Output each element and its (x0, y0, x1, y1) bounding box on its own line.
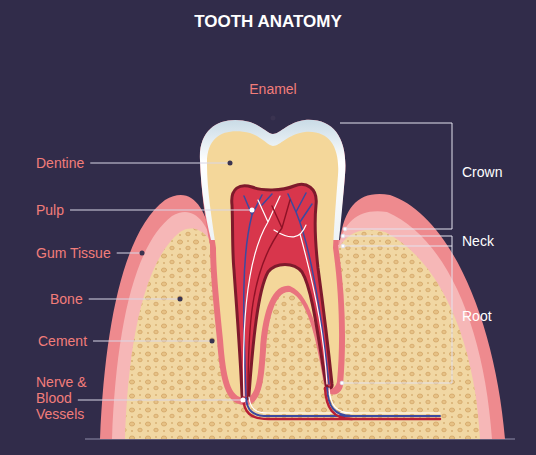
part-label: Gum Tissue (36, 245, 111, 261)
nerve (243, 196, 327, 396)
part-label: Cement (38, 333, 87, 349)
leader-dot (228, 161, 233, 166)
leader-dot (271, 116, 276, 121)
leader-dot (140, 251, 145, 256)
leader-line (90, 163, 230, 164)
label-holder: Cement (38, 333, 87, 349)
leader-line (117, 253, 142, 254)
label-holder: Bone (50, 291, 83, 307)
leader-dot (178, 297, 183, 302)
pulp-vessels (243, 193, 329, 396)
crown-bracket (340, 123, 452, 229)
bracket-dot (341, 244, 345, 248)
label-holder: Root (462, 308, 492, 324)
leader-lines (70, 163, 252, 400)
artery (248, 200, 290, 396)
part-label: Pulp (36, 202, 64, 218)
leader-line (78, 400, 243, 401)
label-holder: Crown (462, 164, 502, 180)
gum-outer (100, 194, 505, 439)
region-label: Crown (462, 164, 502, 180)
root-bracket (342, 246, 452, 383)
leader-dots (140, 116, 276, 403)
leader-dot (210, 339, 215, 344)
neck-bracket (343, 246, 452, 247)
pulp (232, 184, 332, 399)
leader-dot (250, 208, 255, 213)
vein (327, 388, 352, 416)
label-holder: Gum Tissue (36, 245, 111, 261)
brackets (340, 123, 452, 385)
vein (246, 398, 440, 416)
label-holder: Neck (462, 233, 494, 249)
label-holder: Dentine (36, 155, 84, 171)
part-label: Enamel (249, 81, 296, 97)
bracket-dot (343, 227, 347, 231)
vessels-exit (243, 388, 440, 419)
leader-line (89, 299, 180, 300)
leader-line (93, 341, 212, 342)
leader-dot (241, 398, 246, 403)
bracket-dot (341, 234, 345, 238)
label-holder: Pulp (36, 202, 64, 218)
bracket-dot (340, 381, 344, 385)
neck-bracket (452, 236, 453, 246)
nerve (249, 397, 440, 413)
vein (288, 193, 329, 384)
artery (243, 398, 440, 419)
label-holder: Nerve & Blood Vessels (36, 374, 94, 422)
artery (325, 388, 352, 419)
leader-line (70, 210, 252, 211)
title-holder: TOOTH ANATOMY (194, 12, 342, 32)
label-holder: Enamel (249, 81, 296, 97)
region-label: Neck (462, 233, 494, 249)
neck-bracket (343, 236, 452, 237)
diagram-title: TOOTH ANATOMY (194, 12, 342, 32)
part-label: Nerve & Blood Vessels (36, 374, 94, 422)
part-label: Dentine (36, 155, 84, 171)
part-label: Bone (50, 291, 83, 307)
region-label: Root (462, 308, 492, 324)
